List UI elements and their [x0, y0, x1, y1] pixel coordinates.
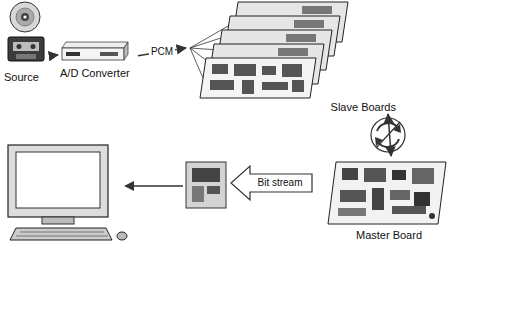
illustrated-part: Source	[2, 0, 54, 84]
fan-line	[190, 48, 203, 78]
part-caption: Master Board	[322, 229, 456, 241]
interface-card	[186, 162, 226, 208]
bit-stream-arrow	[231, 166, 312, 200]
master-board	[328, 162, 446, 224]
illustrated-part: Master Board	[322, 156, 456, 242]
flow-arrow	[388, 114, 391, 156]
slave-board	[200, 58, 316, 98]
cd-icon	[10, 2, 40, 32]
part-caption: Source	[4, 71, 39, 83]
illustrated-part: Slave Boards	[186, 0, 398, 114]
computer	[8, 145, 127, 240]
edge-label: PCM	[149, 46, 175, 58]
slave-board-stack	[190, 2, 348, 98]
output-arrow	[132, 185, 183, 187]
flow-arrow	[54, 54, 58, 56]
cassette-icon	[8, 37, 44, 61]
illustrated-part: A/D Converter	[58, 36, 138, 80]
part-caption: A/D Converter	[60, 67, 130, 79]
signal-label: Bit stream	[250, 177, 310, 189]
ad-converter-device	[62, 42, 128, 60]
output-arrowhead	[124, 181, 134, 191]
part-caption: Slave Boards	[331, 101, 396, 113]
